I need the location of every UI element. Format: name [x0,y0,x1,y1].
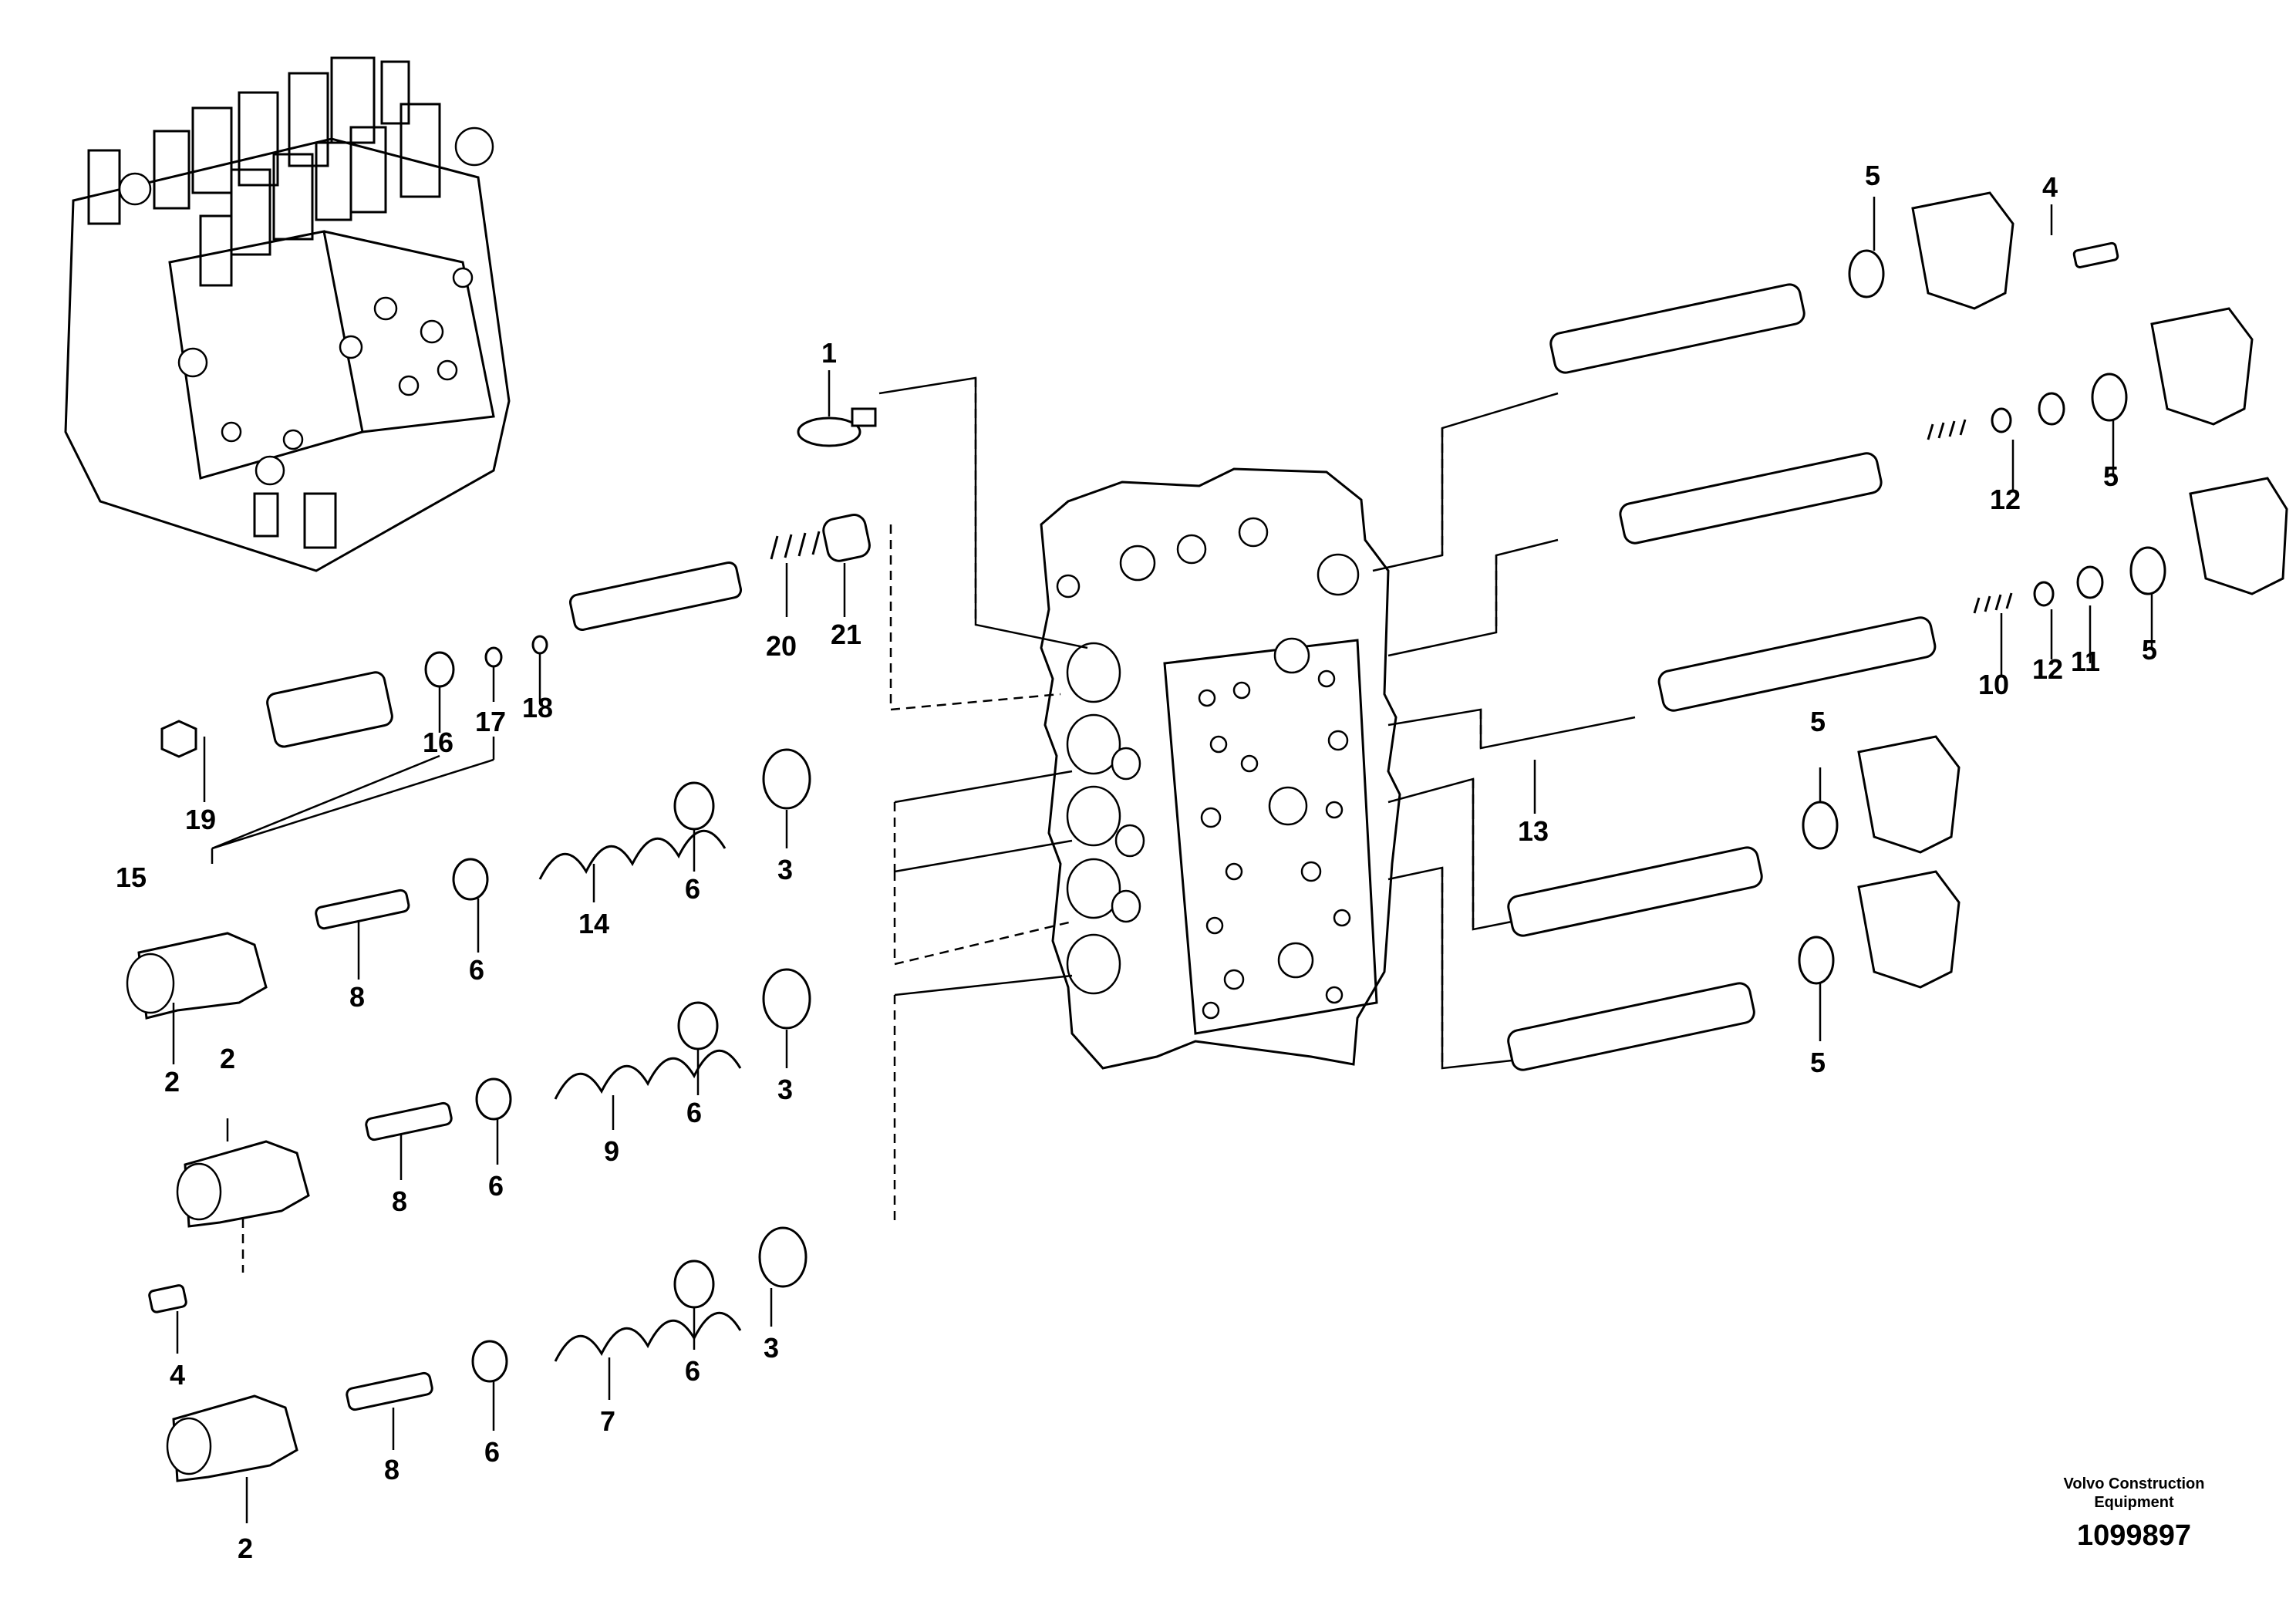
relief-valve-assembly [160,514,871,758]
callout-8-a: 8 [349,981,365,1013]
callout-13: 13 [1518,815,1549,847]
callout-6-e: 6 [484,1436,500,1468]
callout-19: 19 [185,804,216,835]
valve-block [1040,467,1401,1070]
drawing-caption: Volvo Construction Equipment 1099897 [2041,1475,2227,1553]
control-valve-overview [64,56,511,572]
eye-bolt [797,407,877,447]
callout-15: 15 [116,862,147,893]
spool-3 [1657,477,2288,712]
callout-5-d: 5 [1810,706,1826,737]
callout-12-b: 12 [2032,653,2063,685]
callout-7: 7 [600,1405,615,1437]
assembly-lines [241,376,1636,1273]
leader-lines [172,197,2153,1523]
callout-4-left: 4 [170,1359,185,1391]
callout-11: 11 [2071,646,2100,677]
callout-8-b: 8 [392,1185,407,1217]
callout-3-row1: 3 [777,854,793,885]
callout-5-c: 5 [2142,634,2157,666]
callout-5-b: 5 [2103,460,2119,492]
callout-14: 14 [578,908,609,939]
callout-16: 16 [423,727,453,758]
callout-3-row3: 3 [764,1332,779,1364]
spring-caps-row-3 [148,1226,807,1482]
callout-9: 9 [604,1135,619,1167]
spool-1 [1549,191,2119,374]
callout-6-a: 6 [469,954,484,986]
spool-4 [1507,735,1961,937]
spring-caps-row-1 [126,748,811,1020]
callout-6-c: 6 [488,1170,504,1202]
callout-2-row2: 2 [220,1043,235,1074]
callout-5-a: 5 [1865,160,1880,191]
callout-2-row3: 2 [238,1533,253,1564]
callout-18: 18 [522,692,553,723]
brand-name: Volvo Construction Equipment [2063,1475,2205,1511]
spool-2 [1619,307,2254,545]
callout-6-d: 6 [686,1097,702,1128]
callout-12-a: 12 [1990,484,2021,515]
callout-3-row2: 3 [777,1074,793,1105]
callout-5-e: 5 [1810,1047,1826,1078]
callout-6-f: 6 [685,1355,700,1387]
callout-labels: 1 2 2 2 3 3 3 4 4 5 5 5 5 5 6 6 6 6 6 6 … [116,160,2157,1564]
callout-20: 20 [766,630,797,662]
callout-10: 10 [1978,669,2009,700]
spool-5 [1507,870,1961,1071]
callout-17: 17 [475,706,506,737]
callout-21: 21 [831,619,861,650]
callout-1: 1 [821,337,837,369]
spring-caps-row-2 [176,968,811,1228]
drawing-number: 1099897 [2077,1519,2191,1552]
callout-8-c: 8 [384,1454,400,1485]
callout-6-b: 6 [685,873,700,905]
callout-2-row1: 2 [164,1066,180,1098]
callout-4-top: 4 [2042,171,2058,203]
